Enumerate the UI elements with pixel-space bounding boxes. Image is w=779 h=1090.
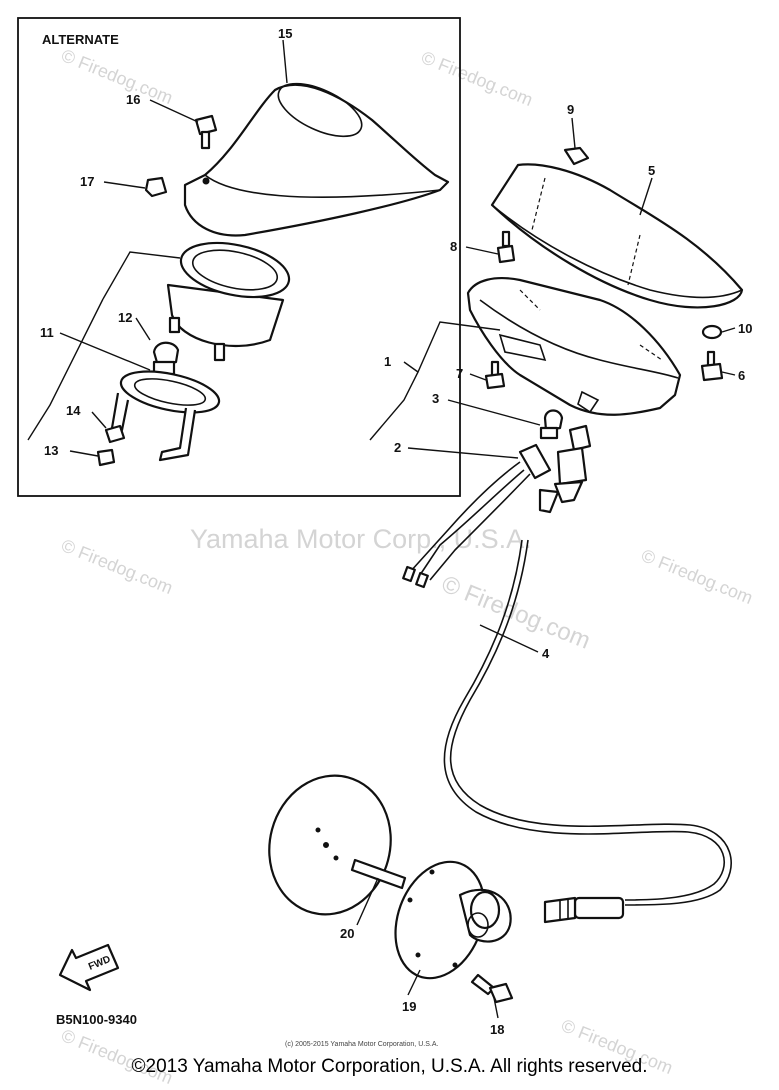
part-6-screw [700,350,724,382]
label-15: 15 [278,26,292,41]
part-4-cable [449,539,732,906]
meter-housing [466,276,682,416]
label-7: 7 [456,366,463,381]
label-5: 5 [648,163,655,178]
label-10: 10 [738,321,752,336]
label-2: 2 [394,440,401,455]
watermark-center: Yamaha Motor Corp., U.S.A. [190,524,532,554]
leader-lines [356,117,736,1019]
label-11: 11 [40,325,54,340]
watermark-brand: © Firedog.com [639,545,756,608]
part-18-screw [470,973,514,1004]
watermark-brand: © Firedog.com [59,535,176,598]
label-1: 1 [384,354,391,369]
label-9: 9 [567,102,574,117]
part-20-shaft [350,858,407,890]
meter-bracket [110,370,221,462]
label-3: 3 [432,391,439,406]
part-9-grommet [563,146,590,166]
label-19: 19 [402,999,416,1014]
label-4: 4 [542,646,550,661]
part-13-nut [96,448,116,467]
fwd-arrow: FWD [58,943,120,992]
label-16: 16 [126,92,140,107]
label-17: 17 [80,174,94,189]
inset-border [17,17,461,497]
speedometer-cable-bottom [543,896,625,924]
part-17-nut [144,176,168,198]
part-15-meter-visor [183,82,450,237]
part-labels: 1 2 3 4 5 6 7 8 9 10 11 12 13 14 15 16 1… [40,26,752,1037]
part-10-washer [701,324,723,340]
speedometer-cable-top [538,424,592,514]
watermark-brand: © Firedog.com [419,47,536,110]
part-7-screw [484,360,506,390]
small-copyright: (c) 2005-2015 Yamaha Motor Corporation, … [285,1041,439,1048]
part-8-screw [496,230,516,264]
label-12: 12 [118,310,132,325]
part-2-wire-harness [402,443,552,589]
part-12-meter-body [166,241,291,362]
part-16-screw [194,114,218,150]
copyright-notice: ©2013 Yamaha Motor Corporation, U.S.A. A… [131,1056,648,1077]
label-14: 14 [66,403,81,418]
brake-disc [268,774,392,916]
part-code: B5N100-9340 [56,1012,137,1027]
label-20: 20 [340,926,354,941]
alternate-inset: ALTERNATE [17,17,461,497]
part-11-bulb [152,341,180,376]
part-3-bulb [539,409,564,440]
label-13: 13 [44,443,58,458]
watermark-brand: © Firedog.com [59,45,176,108]
label-6: 6 [738,368,745,383]
part-19-gear-unit [394,860,512,980]
part-14-washer [104,424,126,444]
label-18: 18 [490,1022,504,1037]
inset-title: ALTERNATE [42,32,119,47]
label-8: 8 [450,239,457,254]
part-5-meter-cover [490,163,744,309]
